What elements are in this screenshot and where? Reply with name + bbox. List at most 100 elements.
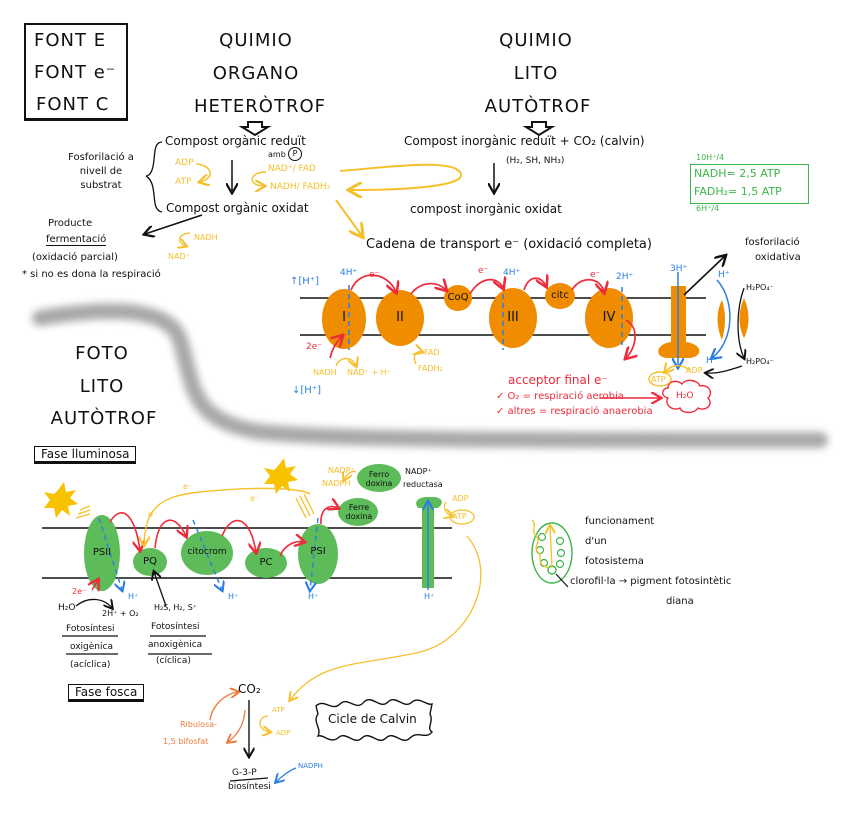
- h2po4-bottom: H₂PO₄⁻: [746, 357, 774, 366]
- electron-label-1: e⁻: [369, 270, 380, 280]
- atp-label-1: ATP: [175, 177, 192, 187]
- ox-phos-line-2: oxidativa: [755, 252, 801, 263]
- complex-III-protons: 4H⁺: [503, 268, 521, 278]
- calvin-atp: ATP: [272, 706, 285, 714]
- etc-title: Cadena de transport e⁻ (oxidació complet…: [366, 237, 652, 252]
- target-note: diana: [666, 596, 694, 607]
- energy-source-legend: [24, 23, 128, 121]
- photosystem-note-2: d'un: [585, 536, 607, 547]
- etc-fad-label: FAD: [424, 348, 440, 357]
- partial-oxidation-note: (oxidació parcial): [32, 252, 118, 263]
- down-arrow-autotroph: [522, 121, 556, 137]
- psii-h-plus: H⁺: [128, 592, 139, 601]
- pq-label: PQ: [143, 556, 157, 567]
- chlorophyll-note: clorofil·la → pigment fotosintètic: [570, 576, 732, 587]
- fermentation-word: fermentació: [46, 234, 107, 246]
- sun-icon-1: [44, 482, 78, 518]
- inorganic-examples: (H₂, SH, NH₃): [506, 156, 565, 166]
- etc-atp-label: ATP: [651, 375, 666, 384]
- atp-yield-bottom-note: 6H⁺/4: [696, 204, 720, 213]
- biosynthesis-label: biosíntesi: [228, 782, 271, 792]
- etc-fadh2-label: FADH₂: [418, 364, 443, 373]
- citocrom-shape: [181, 531, 233, 575]
- atp-synthase-shape: [658, 286, 700, 358]
- ferredoxin-reductase-shape: [357, 464, 401, 492]
- oxygenic-line-1: Fotosíntesi: [66, 624, 115, 634]
- complex-II-shape: [376, 290, 424, 346]
- g3p-label: G-3-P: [232, 768, 257, 778]
- calvin-cycle-title: Cicle de Calvin: [328, 712, 417, 726]
- light-phase-label: Fase lluminosa: [34, 446, 137, 464]
- atp-synthase-protons: 3H⁺: [670, 264, 688, 274]
- cyclic-electron-1: e⁻: [183, 482, 193, 491]
- citc-label: citc: [551, 290, 569, 301]
- anaerobic-respiration: ✓ altres = respiració anaerobia: [496, 406, 653, 417]
- calvin-adp: ADP: [276, 729, 291, 737]
- fermentation-product: Producte: [48, 218, 93, 229]
- citocrom-h-plus: H⁺: [228, 592, 239, 601]
- no-respiration-note: * si no es dona la respiració: [22, 269, 161, 280]
- psi-h-plus: H⁺: [308, 592, 319, 601]
- calvin-co2: CO₂: [238, 682, 261, 696]
- chloro-adp-label: ADP: [452, 494, 469, 503]
- etc-adp-label: ADP: [686, 366, 703, 375]
- chloroplast-atp-synthase-shape: [416, 497, 442, 588]
- psii-shape: [84, 515, 120, 591]
- h-plus-top: H⁺: [718, 270, 730, 280]
- ferm-nad-label: NAD⁺: [168, 252, 190, 261]
- citocrom-label: citocrom: [187, 547, 227, 557]
- psii-label: PSII: [92, 547, 112, 558]
- psi-label: PSI: [310, 546, 326, 557]
- ribulose-line-1: Ribulosa-: [180, 720, 218, 729]
- high-proton-label: ↑[H⁺]: [290, 276, 319, 287]
- pc-label: PC: [259, 557, 273, 568]
- complex-IV-label: IV: [602, 310, 616, 325]
- heading-autotrof-2: AUTÒTROF: [50, 408, 158, 429]
- heading-organo: ORGANO: [212, 63, 300, 84]
- heading-autotrof-1: AUTÒTROF: [484, 96, 592, 117]
- nadp-reductase-line-2: reductasa: [403, 480, 443, 489]
- nadph-label: NADPH: [322, 479, 351, 488]
- inorganic-reduced-compound: Compost inorgànic reduït + CO₂ (calvin): [404, 134, 645, 148]
- ferredoxin-reductase-text: Ferro doxina: [365, 470, 393, 488]
- heading-quimio-1: QUIMIO: [219, 30, 293, 51]
- heading-lito-1: LITO: [513, 63, 559, 84]
- amb-label: amb: [268, 150, 286, 159]
- water-cloud: [662, 379, 712, 414]
- ox-phos-line-1: fosforilació: [745, 237, 800, 248]
- anoxygenic-line-2: anoxigènica: [148, 640, 203, 650]
- heading-quimio-2: QUIMIO: [499, 30, 573, 51]
- legend-carbon-source: FONT C: [36, 94, 110, 115]
- complex-IV-protons: 2H⁺: [616, 272, 634, 282]
- photosystem-note-1: funcionament: [585, 516, 655, 527]
- section-divider: [32, 303, 828, 448]
- ferm-nadh-label: NADH: [194, 233, 218, 242]
- water-products: 2H⁺ + O₂: [102, 609, 139, 618]
- dark-phase-label: Fase fosca: [68, 684, 145, 702]
- down-arrow-heterotroph: [238, 121, 272, 137]
- complex-III-shape: [489, 288, 537, 348]
- organic-reduced-compound: Compost orgànic reduït: [165, 134, 306, 148]
- etc-nad-h-label: NAD⁺ + H⁺: [347, 368, 391, 377]
- etc-nadh-label: NADH: [313, 368, 337, 377]
- inorganic-oxidized-compound: compost inorgànic oxidat: [410, 202, 562, 216]
- h2po4-top: H₂PO₄⁻: [746, 283, 774, 292]
- heading-lito-2: LITO: [79, 376, 125, 397]
- organic-oxidized-compound: Compost orgànic oxidat: [166, 201, 309, 215]
- electron-label-2: e⁻: [478, 266, 489, 276]
- two-electron-label: 2e⁻: [306, 342, 323, 352]
- nadp-plus-label: NADP⁺: [328, 466, 355, 475]
- complex-IV-shape: [585, 288, 633, 348]
- heading-foto: FOTO: [75, 343, 129, 364]
- citc-shape: [545, 283, 575, 309]
- ribulose-line-2: 1,5 bifosfat: [163, 737, 209, 746]
- fadh2-yield: FADH₂= 1,5 ATP: [694, 185, 782, 198]
- legend-energy-source: FONT E: [34, 30, 107, 51]
- electron-label-3: e⁻: [590, 270, 601, 280]
- substrate-phos-line-2: nivell de: [79, 166, 123, 177]
- nadh-fadh2-label: NADH/ FADH₂: [270, 182, 331, 192]
- substrate-phos-line-1: Fosforilació a: [68, 152, 134, 163]
- phosphate-circle: P: [288, 147, 302, 161]
- photosystem-note-3: fotosistema: [585, 556, 644, 567]
